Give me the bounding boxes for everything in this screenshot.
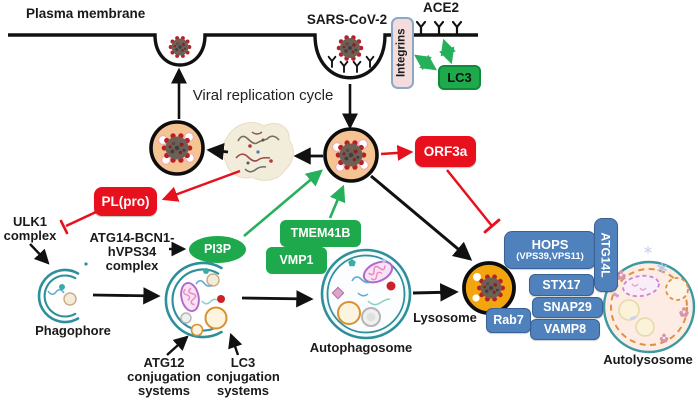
red-inhibit-bar-hops: [483, 218, 501, 234]
tmem41b-box: TMEM41B: [280, 220, 361, 247]
hops-label: HOPS: [531, 237, 569, 253]
vamp8-box: VAMP8: [530, 319, 600, 340]
hops-sub-label: (VPS39,VPS11): [516, 251, 584, 263]
rab7-label: Rab7: [493, 313, 524, 328]
arrow-lc3conj-label: [228, 332, 243, 356]
autophagosome-label: Autophagosome: [309, 340, 413, 355]
autophagosome-shape: [320, 248, 412, 340]
plpro-label: PL(pro): [101, 193, 150, 209]
snap29-box: SNAP29: [532, 297, 603, 318]
vmp1-box: VMP1: [266, 247, 327, 274]
green-arrow-ace2-lc3: [439, 38, 456, 65]
arrow-phagophore-to-expansion: [92, 287, 161, 305]
stx17-box: STX17: [529, 274, 594, 296]
atg14l-box: ATG14L: [594, 218, 618, 292]
expanding-phagophore-shape: [164, 261, 228, 339]
stx17-label: STX17: [542, 277, 581, 292]
red-arrow-rna-to-plpro: [161, 169, 241, 202]
plasma-membrane-label: Plasma membrane: [26, 6, 146, 21]
atg14l-label: ATG14L: [599, 232, 613, 278]
virus-icon-exocytosis: [168, 36, 192, 58]
dmv-vesicle: [323, 127, 379, 183]
rab7-box: Rab7: [486, 308, 531, 333]
lc3-box: LC3: [438, 65, 481, 90]
arrow-ulk1-to-phagophore: [29, 243, 50, 265]
green-promotion-arrows: [243, 38, 456, 237]
arrow-atg12-label: [166, 335, 189, 356]
phagophore-label: Phagophore: [35, 323, 111, 338]
ace2-label: ACE2: [422, 0, 460, 15]
ulk1-complex-label: ULK1 complex: [3, 214, 57, 244]
integrins-label: Integrins: [395, 28, 408, 78]
tmem41b-label: TMEM41B: [290, 226, 351, 241]
green-arrow-integrins-lc3: [414, 54, 437, 71]
autolysosome-shape: [602, 245, 696, 354]
atg14-complex-label: ATG14-BCN1- hVPS34 complex: [89, 230, 175, 274]
red-inhibit-bar-ulk1: [59, 219, 69, 235]
ace2-receptor-icons: [415, 20, 463, 36]
green-arrow-tmem41b-to-dmv: [328, 184, 346, 219]
orf3a-label: ORF3a: [423, 143, 468, 159]
atg12-conjugation-label: ATG12 conjugation systems: [127, 355, 201, 399]
arrow-autophagosome-to-lysosome: [412, 283, 459, 302]
plasma-membrane-line: [8, 33, 478, 80]
arrow-expansion-to-autophagosome: [241, 290, 314, 308]
hops-box: HOPS (VPS39,VPS11): [504, 231, 596, 269]
lysosome-label: Lysosome: [413, 310, 477, 325]
red-inhibit-orf3a-hops: [446, 169, 493, 227]
green-arrow-pi3p-to-dmv: [243, 169, 323, 237]
lc3-conjugation-label: LC3 conjugation systems: [206, 355, 280, 399]
vamp8-label: VAMP8: [543, 322, 587, 337]
lc3-label: LC3: [447, 70, 472, 85]
virus-icon-entry: [336, 35, 364, 61]
snap29-label: SNAP29: [543, 300, 592, 315]
assembly-vesicle: [149, 120, 205, 176]
arrow-rna-to-assembly: [206, 142, 229, 161]
pi3p-label: PI3P: [203, 242, 232, 257]
red-inhibit-plpro-ulk1: [65, 210, 97, 228]
integrins-box: Integrins: [391, 17, 414, 89]
entry-pit-receptor-icons: [327, 55, 375, 73]
orf3a-box: ORF3a: [415, 136, 476, 167]
autolysosome-label: Autolysosome: [603, 352, 693, 367]
viral-rna-aggregate: [221, 122, 294, 181]
plpro-box: PL(pro): [94, 187, 157, 216]
pi3p-ellipse: PI3P: [189, 236, 246, 263]
red-arrow-dmv-to-orf3a: [380, 144, 414, 161]
vmp1-label: VMP1: [279, 253, 314, 268]
lysosome-shape: [462, 261, 516, 315]
sars-cov2-label: SARS-CoV-2: [306, 12, 388, 27]
viral-replication-cycle-label: Viral replication cycle: [192, 87, 334, 104]
arrow-dmv-to-lysosome: [370, 174, 473, 261]
phagophore-shape: [37, 262, 88, 324]
red-regulation-arrows: [59, 144, 501, 235]
